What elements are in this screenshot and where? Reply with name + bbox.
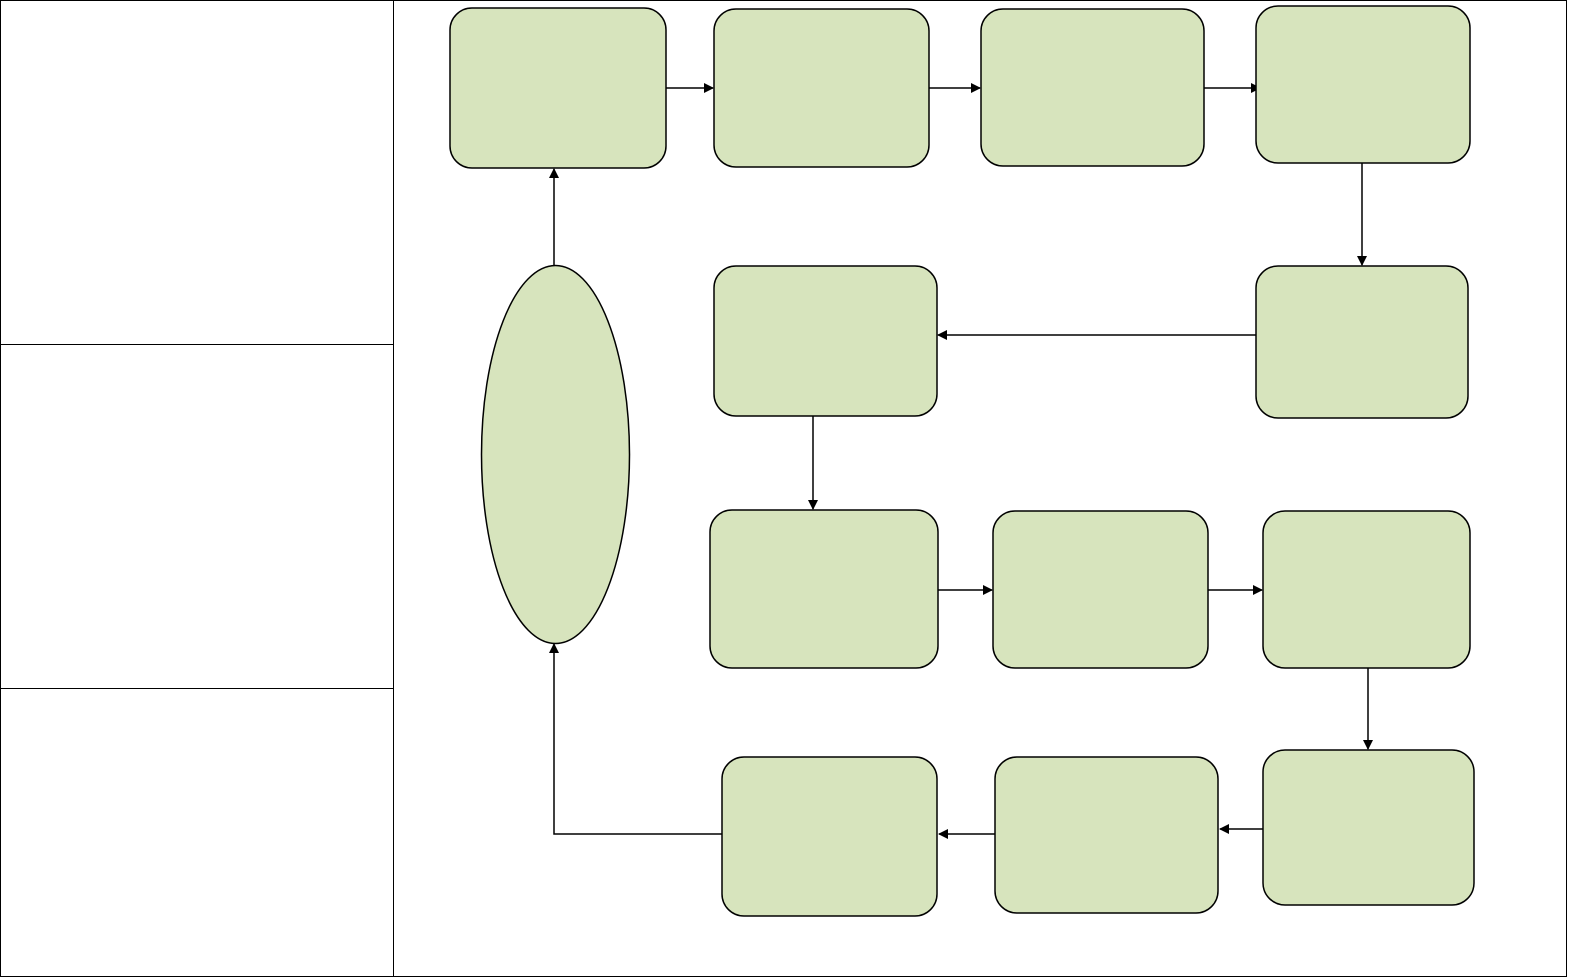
node-step-2 — [713, 8, 930, 168]
node-step-12 — [721, 756, 938, 917]
node-step-5 — [1255, 265, 1469, 419]
node-hub — [480, 264, 631, 645]
node-step-10 — [1262, 749, 1475, 906]
node-step-8 — [992, 510, 1209, 669]
node-step-1 — [449, 7, 667, 169]
node-step-3 — [980, 8, 1205, 167]
nodes — [449, 5, 1475, 917]
arrow-step-12-to-hub — [549, 643, 722, 835]
node-step-9 — [1262, 510, 1471, 669]
node-step-6 — [713, 265, 938, 417]
connectors — [549, 83, 1373, 839]
node-step-7 — [709, 509, 939, 669]
node-step-4 — [1255, 5, 1471, 164]
node-step-11 — [994, 756, 1219, 914]
